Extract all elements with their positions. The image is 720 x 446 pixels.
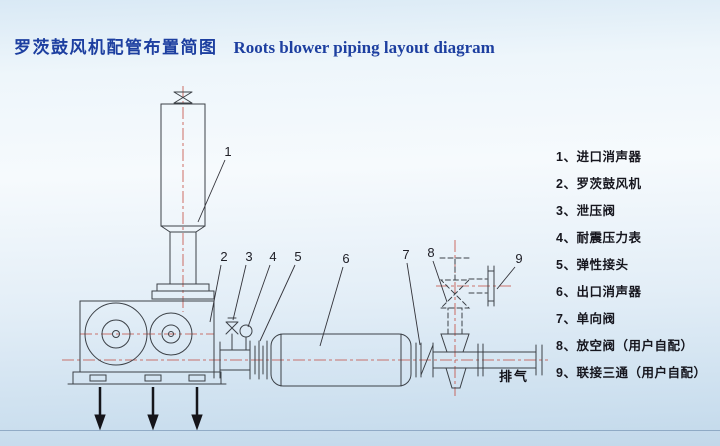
pressure-gauge (239, 324, 253, 351)
callout-8: 8 (427, 245, 434, 260)
callout-3: 3 (245, 249, 252, 264)
roots-blower (67, 300, 227, 385)
callout-4: 4 (269, 249, 276, 264)
vent-flange (487, 265, 495, 307)
legend-item-flexible-joint: 5、弹性接头 (556, 258, 629, 272)
anchor-arrows (94, 387, 203, 431)
legend-item-check-valve: 7、单向阀 (556, 312, 616, 326)
exhaust-pipe (432, 343, 543, 377)
connecting-tee (440, 333, 470, 389)
legend-item-relief-valve: 3、泄压阀 (556, 204, 616, 218)
callout-1: 1 (224, 144, 231, 159)
legend-item-inlet-silencer: 1、进口消声器 (556, 150, 642, 164)
page-title: 罗茨鼓风机配管布置简图 Roots blower piping layout d… (14, 33, 495, 58)
callout-9: 9 (515, 251, 522, 266)
centerlines (62, 86, 548, 396)
legend: 1、进口消声器 2、罗茨鼓风机 3、泄压阀 4、耐震压力表 5、弹性接头 6、出… (556, 144, 706, 387)
legend-item-roots-blower: 2、罗茨鼓风机 (556, 177, 642, 191)
flexible-joint (249, 340, 268, 380)
title-chinese: 罗茨鼓风机配管布置简图 (14, 38, 218, 57)
bottom-divider (0, 430, 720, 431)
callout-5: 5 (294, 249, 301, 264)
vent-valve (439, 257, 488, 335)
legend-item-connecting-tee: 9、联接三通（用户自配） (556, 366, 707, 380)
title-english: Roots blower piping layout diagram (233, 38, 495, 57)
check-valve (415, 342, 434, 378)
callout-leaders (197, 159, 516, 347)
relief-valve (225, 317, 239, 351)
legend-item-vent-valve: 8、放空阀（用户自配） (556, 339, 694, 353)
legend-item-pressure-gauge: 4、耐震压力表 (556, 231, 642, 245)
callout-6: 6 (342, 251, 349, 266)
outlet-silencer (270, 333, 412, 387)
exhaust-label: 排气 (499, 369, 529, 384)
callout-7: 7 (402, 247, 409, 262)
legend-item-outlet-silencer: 6、出口消声器 (556, 285, 642, 299)
callout-2: 2 (220, 249, 227, 264)
inlet-silencer (151, 91, 215, 300)
discharge-pipe (213, 341, 251, 379)
